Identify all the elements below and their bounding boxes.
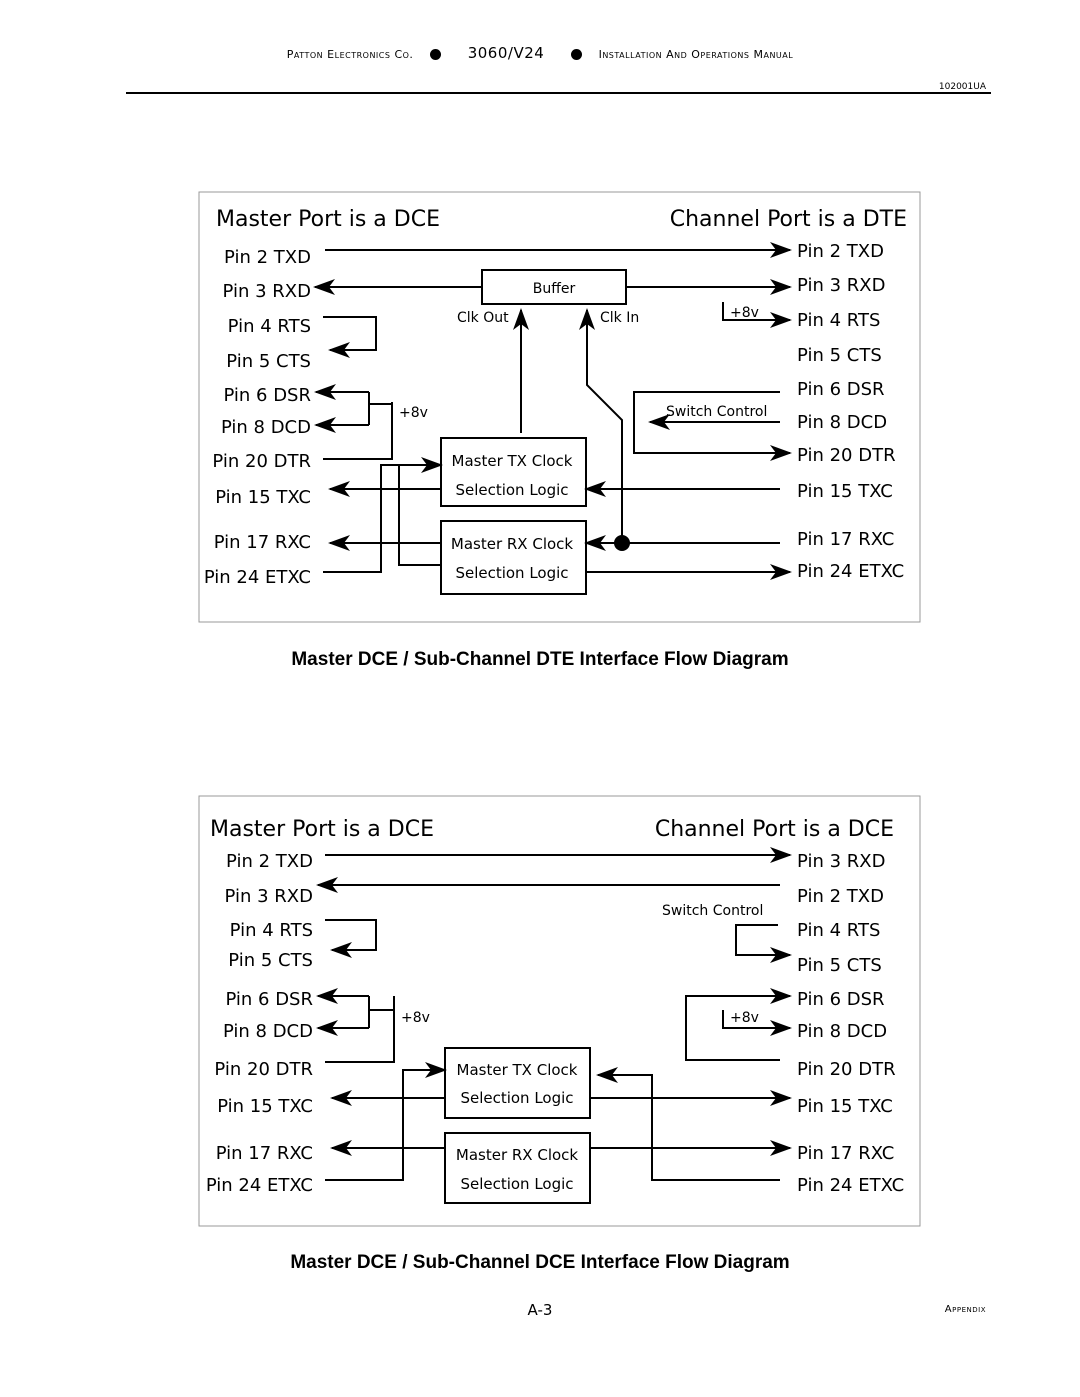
doc-number: 102001UA bbox=[938, 82, 986, 92]
pin-label: Pin 6 DSR bbox=[225, 989, 313, 1010]
diagram2-left-pins: Pin 2 TXD Pin 3 RXD Pin 4 RTS Pin 5 CTS … bbox=[206, 851, 313, 1196]
pin-label: Pin 2 TXD bbox=[797, 886, 884, 907]
diagram1-left-title: Master Port is a DCE bbox=[216, 207, 440, 232]
diagram2-wires bbox=[316, 847, 792, 1181]
buffer-label: Buffer bbox=[533, 281, 576, 297]
pin-label: Pin 8 DCD bbox=[223, 1021, 313, 1042]
tx-box-line2: Selection Logic bbox=[460, 1089, 573, 1107]
pin-label: Pin 8 DCD bbox=[221, 417, 311, 438]
pin-label: Pin 17 RXC bbox=[216, 1143, 313, 1164]
plus8v-label: +8v bbox=[730, 1010, 759, 1026]
pin-label: Pin 24 ETXC bbox=[204, 567, 311, 588]
pin-label: Pin 17 RXC bbox=[797, 529, 894, 550]
model-number: 3060/V24 bbox=[467, 44, 545, 62]
diagram1-right-pins: Pin 2 TXD Pin 3 RXD Pin 4 RTS Pin 5 CTS … bbox=[797, 241, 904, 582]
pin-label: Pin 8 DCD bbox=[797, 1021, 887, 1042]
bullet-icon bbox=[570, 49, 582, 60]
pin-label: Pin 3 RXD bbox=[223, 281, 311, 302]
plus8v-label: +8v bbox=[730, 305, 759, 321]
pin-label: Pin 5 CTS bbox=[797, 955, 882, 976]
pin-label: Pin 3 RXD bbox=[225, 886, 313, 907]
plus8v-label: +8v bbox=[399, 405, 428, 421]
company-name: Patton Electronics Co. bbox=[286, 48, 414, 61]
diagram1: Master Port is a DCE Channel Port is a D… bbox=[198, 191, 921, 623]
pin-label: Pin 5 CTS bbox=[228, 950, 313, 971]
pin-label: Pin 20 DTR bbox=[214, 1059, 313, 1080]
diagram2-right-pins: Pin 3 RXD Pin 2 TXD Pin 4 RTS Pin 5 CTS … bbox=[797, 851, 904, 1196]
rx-clock-box bbox=[440, 520, 587, 595]
rx-box-line1: Master RX Clock bbox=[451, 535, 574, 553]
pin-label: Pin 4 RTS bbox=[797, 920, 880, 941]
diagram2: Master Port is a DCE Channel Port is a D… bbox=[198, 795, 921, 1227]
pin-label: Pin 17 RXC bbox=[214, 532, 311, 553]
pin-label: Pin 3 RXD bbox=[797, 851, 885, 872]
pin-label: Pin 15 TXC bbox=[797, 481, 893, 502]
junction-dot bbox=[614, 535, 630, 551]
section-label: Appendix bbox=[944, 1304, 986, 1315]
diagram2-caption: Master DCE / Sub-Channel DCE Interface F… bbox=[290, 1252, 790, 1273]
pin-label: Pin 3 RXD bbox=[797, 275, 885, 296]
switch-control-label: Switch Control bbox=[666, 404, 767, 420]
pin-label: Pin 6 DSR bbox=[797, 989, 885, 1010]
switch-control-label: Switch Control bbox=[662, 903, 763, 919]
diagram2-left-title: Master Port is a DCE bbox=[210, 817, 434, 842]
diagram2-frame bbox=[198, 795, 921, 1227]
tx-box-line2: Selection Logic bbox=[455, 481, 568, 499]
pin-label: Pin 24 ETXC bbox=[206, 1175, 313, 1196]
rx-box-line2: Selection Logic bbox=[455, 564, 568, 582]
diagram1-caption: Master DCE / Sub-Channel DTE Interface F… bbox=[291, 649, 789, 670]
pin-label: Pin 6 DSR bbox=[797, 379, 885, 400]
tx-clock-box bbox=[444, 1047, 591, 1119]
pin-label: Pin 20 DTR bbox=[212, 451, 311, 472]
diagram1-wires bbox=[313, 242, 792, 580]
pin-label: Pin 24 ETXC bbox=[797, 561, 904, 582]
plus8v-label: +8v bbox=[401, 1010, 430, 1026]
pin-label: Pin 20 DTR bbox=[797, 445, 896, 466]
rx-clock-box bbox=[444, 1132, 591, 1204]
pin-label: Pin 2 TXD bbox=[224, 247, 311, 268]
diagram1-left-pins: Pin 2 TXD Pin 3 RXD Pin 4 RTS Pin 5 CTS … bbox=[204, 247, 311, 588]
pin-label: Pin 17 RXC bbox=[797, 1143, 894, 1164]
pin-label: Pin 2 TXD bbox=[226, 851, 313, 872]
manual-title: Installation And Operations Manual bbox=[598, 48, 794, 61]
pin-label: Pin 15 TXC bbox=[797, 1096, 893, 1117]
tx-box-line1: Master TX Clock bbox=[457, 1061, 578, 1079]
bullet-icon bbox=[430, 49, 442, 60]
diagram1-frame bbox=[198, 191, 921, 623]
rx-box-line2: Selection Logic bbox=[460, 1175, 573, 1193]
page-number: A-3 bbox=[527, 1301, 553, 1319]
tx-box-line1: Master TX Clock bbox=[452, 452, 573, 470]
pin-label: Pin 15 TXC bbox=[217, 1096, 313, 1117]
clk-in-label: Clk In bbox=[600, 310, 639, 326]
tx-clock-box bbox=[440, 437, 587, 507]
pin-label: Pin 5 CTS bbox=[797, 345, 882, 366]
pin-label: Pin 15 TXC bbox=[215, 487, 311, 508]
header-rule bbox=[126, 92, 991, 94]
pin-label: Pin 5 CTS bbox=[226, 351, 311, 372]
pin-label: Pin 20 DTR bbox=[797, 1059, 896, 1080]
pin-label: Pin 4 RTS bbox=[230, 920, 313, 941]
running-header: Patton Electronics Co. 3060/V24 Installa… bbox=[0, 44, 1080, 62]
rx-box-line1: Master RX Clock bbox=[456, 1146, 579, 1164]
pin-label: Pin 6 DSR bbox=[223, 385, 311, 406]
pin-label: Pin 4 RTS bbox=[797, 310, 880, 331]
clk-out-label: Clk Out bbox=[457, 310, 509, 326]
pin-label: Pin 2 TXD bbox=[797, 241, 884, 262]
pin-label: Pin 24 ETXC bbox=[797, 1175, 904, 1196]
diagram2-right-title: Channel Port is a DCE bbox=[655, 817, 894, 842]
pin-label: Pin 4 RTS bbox=[228, 316, 311, 337]
pin-label: Pin 8 DCD bbox=[797, 412, 887, 433]
diagram1-right-title: Channel Port is a DTE bbox=[670, 207, 907, 232]
